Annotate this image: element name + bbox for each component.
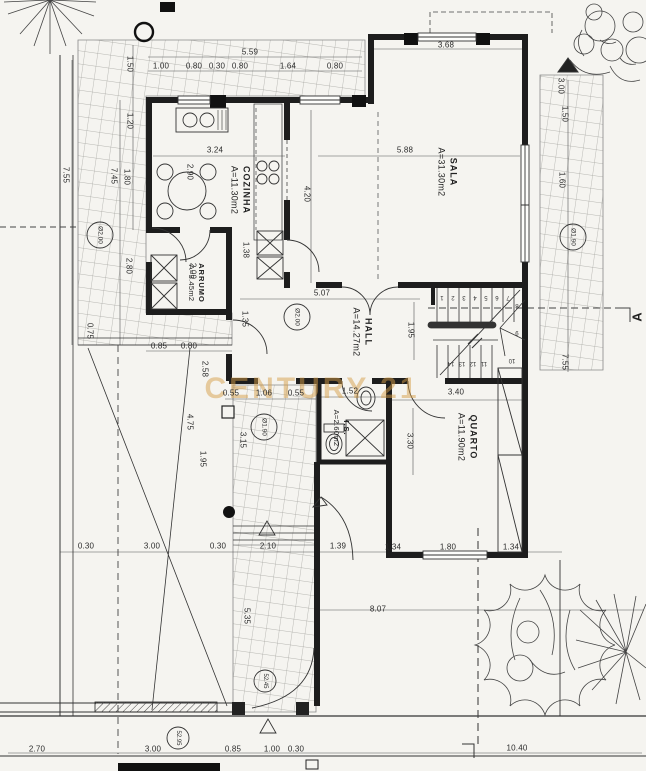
staircase: [427, 288, 526, 378]
dining-table: [156, 163, 217, 220]
windows: [177, 32, 530, 560]
closet-boxes: [150, 230, 284, 310]
shower: [345, 419, 385, 457]
walls: [146, 34, 528, 706]
wardrobe: [497, 367, 523, 553]
tree-top-left: [3, 0, 97, 54]
kitchen-sink: [175, 107, 229, 133]
trees: [3, 0, 646, 717]
tree-palm: [575, 593, 646, 705]
site-lines: [0, 55, 646, 758]
markers: [86, 57, 587, 750]
stove: [256, 160, 280, 185]
dimension-lines: [8, 45, 644, 754]
paved-patio-areas: [77, 39, 604, 713]
tree-bottom-right: [473, 573, 616, 717]
furniture: [150, 103, 523, 553]
dashed-lines: [0, 11, 631, 754]
tree-top-right: [569, 3, 646, 82]
pillars: [94, 2, 490, 771]
toilet: [323, 423, 345, 455]
washbasin: [356, 386, 376, 410]
doors: [151, 227, 446, 709]
